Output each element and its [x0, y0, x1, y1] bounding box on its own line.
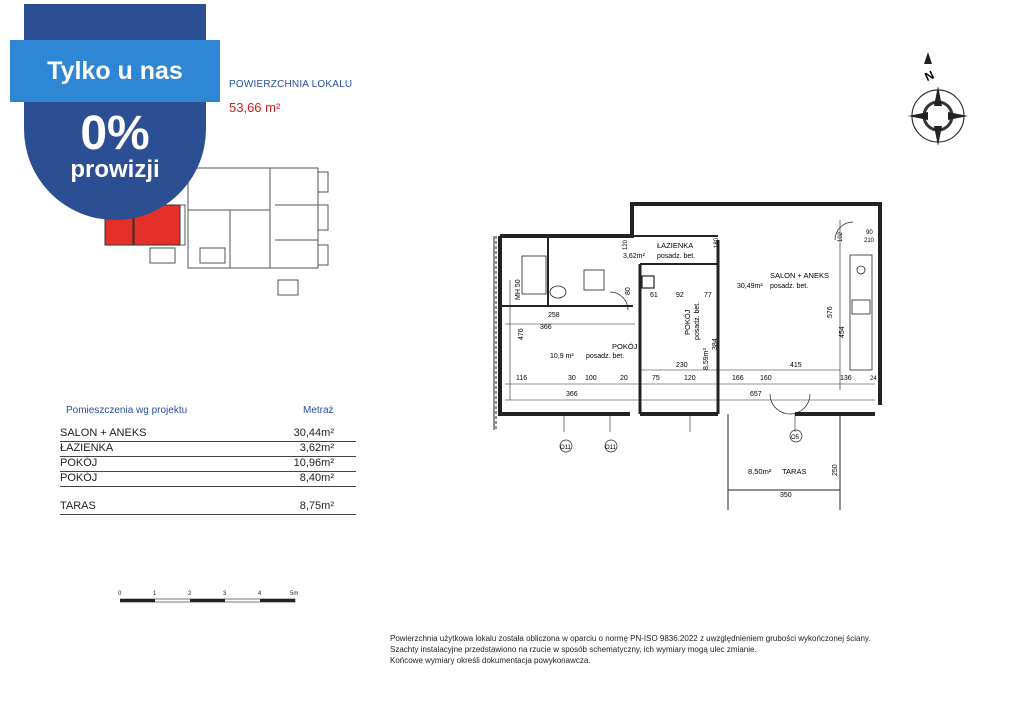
dim-label: 75 [652, 375, 660, 382]
dim-label: 210 [864, 238, 875, 244]
room-name: ŁAZIENKA [60, 442, 114, 454]
dim-label: 61 [650, 292, 658, 299]
dim-label: 102 [838, 231, 844, 242]
note-line: Powierzchnia użytkowa lokalu została obl… [390, 634, 871, 643]
table-header-area: Metraż [303, 405, 334, 416]
room-area: 30,44m² [293, 427, 334, 439]
shaft-label: MH 50 [515, 279, 522, 300]
room-name: POKÓJ [60, 472, 98, 484]
scale-label: 4 [258, 591, 262, 597]
unit-highlight-1 [104, 217, 134, 246]
room-floor-pokoj-1: posadz. bet. [586, 353, 624, 360]
promo-percent: 0% [80, 107, 150, 160]
dim-label: 250 [832, 464, 839, 476]
dim-label: 366 [566, 391, 578, 398]
area-label: POWIERZCHNIA LOKALU [229, 79, 353, 90]
note-line: Szachty instalacyjne przedstawiono na rz… [390, 645, 757, 654]
compass-icon: N [908, 52, 968, 146]
scale-label: 0 [118, 591, 122, 597]
table-row: TARAS 8,75m² [60, 499, 356, 515]
table-row: POKÓJ 10,96m² [60, 456, 356, 472]
room-area-pokoj-1: 10,9 m² [550, 353, 574, 360]
scale-label: 2 [188, 591, 192, 597]
dim-label: 180 [714, 237, 720, 248]
room-area: 10,96m² [293, 457, 334, 469]
dim-label: 576 [827, 306, 834, 318]
room-name-pokoj-1: POKÓJ [612, 342, 638, 351]
dim-label: 136 [840, 375, 852, 382]
dim-label: 454 [839, 326, 846, 338]
room-area-taras: 8,50m² [748, 467, 772, 476]
dim-label: 166 [732, 375, 744, 382]
window-marker: O11 [560, 445, 572, 451]
area-value: 53,66 m² [229, 100, 281, 115]
room-name-taras: TARAS [782, 467, 806, 476]
dim-label: 160 [760, 375, 772, 382]
table-header-rooms: Pomieszczenia wg projektu [66, 405, 188, 416]
dim-label: 92 [676, 292, 684, 299]
room-name: TARAS [60, 500, 96, 512]
dim-label: 77 [704, 292, 712, 299]
room-name: POKÓJ [60, 457, 98, 469]
dim-label: 100 [585, 375, 597, 382]
promo-title: Tylko u nas [47, 57, 183, 85]
window-marker: O5 [791, 435, 800, 441]
room-name: SALON + ANEKS [60, 427, 147, 439]
room-area: 3,62m² [299, 442, 334, 454]
room-name-pokoj-2: POKÓJ [683, 309, 692, 335]
dim-label: 366 [540, 324, 552, 331]
dim-label: 90 [866, 230, 873, 236]
window-marker: O11 [605, 445, 617, 451]
dim-label: 476 [518, 328, 525, 340]
scale-label: 1 [153, 591, 157, 597]
promo-band [10, 40, 220, 102]
room-area-pokoj-2: 8,59m² [703, 348, 710, 370]
table-row: POKÓJ 8,40m² [60, 471, 356, 487]
dim-label: 20 [620, 375, 628, 382]
floor-plan: ŁAZIENKA 3,62m² posadz. bet. SALON + ANE… [493, 202, 882, 510]
scale-label: 3 [223, 591, 227, 597]
dim-label: 116 [516, 375, 527, 382]
room-floor-bathroom: posadz. bet. [657, 253, 695, 260]
room-area-salon: 30,49m² [737, 283, 763, 290]
note-line: Końcowe wymiary określi dokumentacja pow… [390, 656, 591, 665]
dim-label: 120 [623, 239, 629, 250]
promo-subtitle: prowizji [70, 156, 160, 183]
dim-label: 120 [684, 375, 696, 382]
room-area: 8,40m² [299, 472, 334, 484]
dim-label: 350 [780, 492, 792, 499]
dim-label: 657 [750, 391, 762, 398]
room-name-bathroom: ŁAZIENKA [657, 241, 693, 250]
room-floor-pokoj-2: posadz. bet. [694, 302, 701, 340]
dim-label: 258 [548, 312, 560, 319]
room-floor-salon: posadz. bet. [770, 283, 808, 290]
scale-label: 5m [290, 591, 299, 597]
dim-label: 80 [625, 287, 632, 295]
compass-letter: N [922, 68, 936, 84]
room-area-bathroom: 3,62m² [623, 253, 645, 260]
room-area: 8,75m² [299, 500, 334, 512]
table-row: ŁAZIENKA 3,62m² [60, 441, 356, 457]
scale-bar [120, 598, 296, 603]
table-row: SALON + ANEKS 30,44m² [60, 426, 356, 442]
room-name-salon: SALON + ANEKS [770, 271, 829, 280]
dim-label: 384 [712, 338, 719, 350]
dim-label: 415 [790, 362, 802, 369]
key-plan [104, 167, 329, 296]
dim-label: 24 [870, 376, 877, 382]
dim-label: 30 [568, 375, 576, 382]
dim-label: 230 [676, 362, 688, 369]
